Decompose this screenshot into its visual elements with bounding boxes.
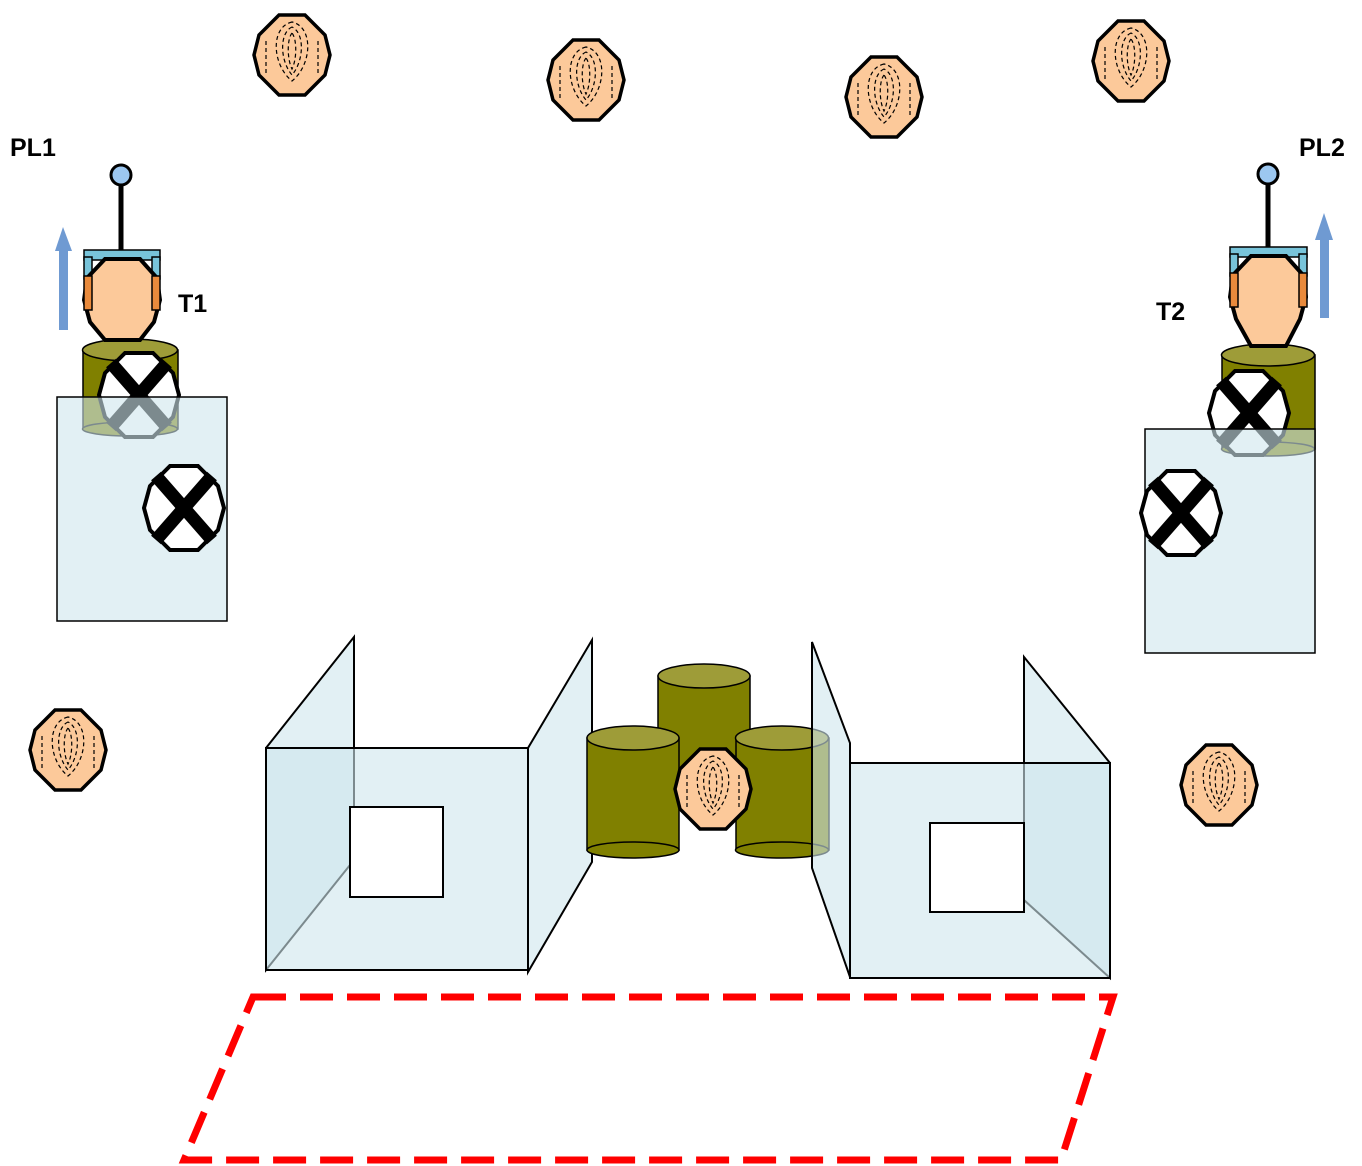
label-pl2: PL2 <box>1299 134 1345 162</box>
up-arrow-icon <box>1315 213 1333 318</box>
crossed-octagon-icon <box>144 466 224 550</box>
label-t2: T2 <box>1156 298 1185 326</box>
user-t2-icon <box>1227 162 1309 348</box>
booth-left <box>265 634 593 976</box>
bystander-face-icon <box>673 747 753 831</box>
up-arrow-icon <box>55 227 72 330</box>
station-left: PL1 T1 <box>10 134 227 622</box>
bystander-face-icon <box>28 708 108 792</box>
booth-right <box>811 641 1111 981</box>
window-left <box>349 806 444 898</box>
crossed-octagon-icon <box>1141 471 1221 555</box>
label-t1: T1 <box>178 290 207 318</box>
bystander-face-icon <box>252 13 332 97</box>
user-t1-icon <box>81 163 163 342</box>
station-right: PL2 T2 <box>1141 134 1345 654</box>
bystander-face-icon <box>546 38 626 122</box>
label-pl1: PL1 <box>10 134 56 162</box>
bystander-face-icon <box>1091 19 1171 103</box>
restricted-zone-outline <box>178 993 1118 1164</box>
bystander-face-icon <box>844 55 924 139</box>
window-right <box>929 822 1025 913</box>
bystander-face-icon <box>1179 743 1259 827</box>
